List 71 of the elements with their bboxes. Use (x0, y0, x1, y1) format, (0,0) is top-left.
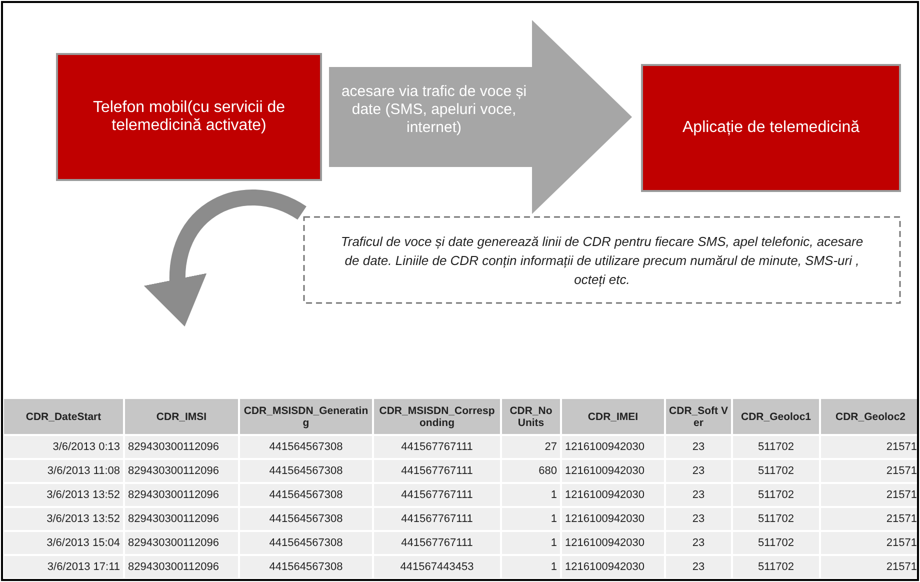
table-cell: 3/6/2013 17:11 (4, 556, 123, 578)
table-cell: 23 (666, 556, 731, 578)
table-cell: 21571 (821, 532, 917, 554)
process-box (641, 64, 901, 192)
table-cell: 511702 (733, 460, 819, 482)
table-cell: 23 (666, 508, 731, 530)
table-cell: 829430300112096 (125, 508, 238, 530)
table-cell: 3/6/2013 11:08 (4, 460, 123, 482)
note-text: Traficul de voce și date generează linii de CDR pentru fiecare SMS, apel telefonic, acesare de date. Liniile de CDR conțin informații de utilizare precum numărul de minute, SMS-uri , octeți etc. (340, 232, 864, 288)
table-cell: 1 (502, 556, 560, 578)
table-cell: 23 (666, 460, 731, 482)
table-cell: 1216100942030 (562, 532, 664, 554)
table-cell: 27 (502, 436, 560, 458)
table-cell: 829430300112096 (125, 460, 238, 482)
table-cell: 3/6/2013 13:52 (4, 508, 123, 530)
table-cell: 3/6/2013 15:04 (4, 532, 123, 554)
table-cell: 441564567308 (240, 460, 372, 482)
table-cell: 441564567308 (240, 508, 372, 530)
table-cell: 511702 (733, 508, 819, 530)
table-cell: 441567767111 (374, 484, 500, 506)
column-header: CDR_IMEI (562, 399, 664, 434)
table-cell: 1216100942030 (562, 484, 664, 506)
table-cell: 1 (502, 532, 560, 554)
table-cell: 1 (502, 508, 560, 530)
table-cell: 441564567308 (240, 436, 372, 458)
edge-label: acesare via trafic de voce și date (SMS, apeluri voce, internet) (340, 83, 528, 137)
table-cell: 1216100942030 (562, 460, 664, 482)
column-header: CDR_MSISDN_Generating (240, 399, 372, 434)
table-cell: 511702 (733, 436, 819, 458)
table-cell: 441564567308 (240, 484, 372, 506)
table-cell: 441567767111 (374, 460, 500, 482)
box-label: Telefon mobil(cu servicii de telemedicină activate) (92, 99, 286, 135)
table-cell: 23 (666, 532, 731, 554)
table-cell: 3/6/2013 13:52 (4, 484, 123, 506)
box-label: Aplicație de telemedicină (682, 119, 860, 137)
table-cell: 441567767111 (374, 436, 500, 458)
table-cell: 829430300112096 (125, 436, 238, 458)
curved-arrow (145, 190, 306, 327)
table-cell: 21571 (821, 508, 917, 530)
column-header: CDR_Geoloc2 (821, 399, 917, 434)
table-cell: 21571 (821, 460, 917, 482)
table-cell: 1 (502, 484, 560, 506)
column-header: CDR_MSISDN_Corresponding (374, 399, 500, 434)
table-cell: 21571 (821, 556, 917, 578)
table-cell: 511702 (733, 484, 819, 506)
table-cell: 829430300112096 (125, 484, 238, 506)
process-box (56, 53, 322, 181)
table-cell: 680 (502, 460, 560, 482)
table-cell: 23 (666, 484, 731, 506)
table-cell: 829430300112096 (125, 556, 238, 578)
table-cell: 3/6/2013 0:13 (4, 436, 123, 458)
table-cell: 511702 (733, 532, 819, 554)
table-cell: 1216100942030 (562, 556, 664, 578)
table-cell: 1216100942030 (562, 508, 664, 530)
table-cell: 23 (666, 436, 731, 458)
column-header: CDR_Soft Ver (666, 399, 731, 434)
column-header: CDR_IMSI (125, 399, 238, 434)
table-cell: 441567443453 (374, 556, 500, 578)
table-cell: 21571 (821, 436, 917, 458)
table-cell: 441564567308 (240, 556, 372, 578)
table-cell: 441567767111 (374, 508, 500, 530)
table-cell: 829430300112096 (125, 532, 238, 554)
table-cell: 511702 (733, 556, 819, 578)
note-box (303, 216, 901, 304)
column-header: CDR_DateStart (4, 399, 123, 434)
table-cell: 441567767111 (374, 532, 500, 554)
column-header: CDR_No Units (502, 399, 560, 434)
table-cell: 1216100942030 (562, 436, 664, 458)
table-cell: 441564567308 (240, 532, 372, 554)
table-cell: 21571 (821, 484, 917, 506)
column-header: CDR_Geoloc1 (733, 399, 819, 434)
